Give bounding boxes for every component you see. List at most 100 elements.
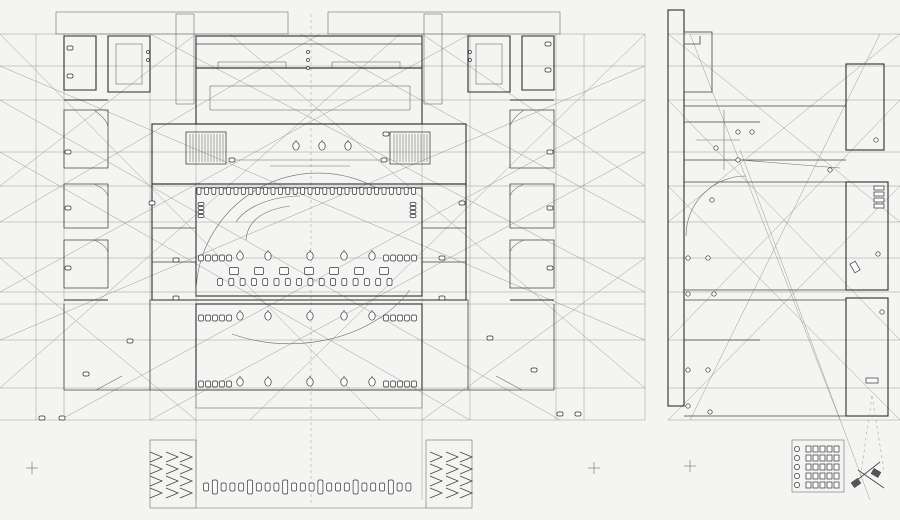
lighting-unit-icon (364, 278, 370, 286)
lighting-unit-icon (344, 187, 350, 195)
dimmer-unit-icon (819, 463, 826, 471)
section-lighting-fixtures (685, 129, 885, 489)
dimmer-unit-icon (812, 445, 819, 453)
lighting-unit-icon (273, 482, 280, 492)
lighting-unit-icon (211, 479, 218, 495)
spotlight-icon (292, 141, 300, 151)
lighting-unit-icon (404, 254, 410, 262)
spotlight-icon (236, 311, 244, 321)
registration-marks (26, 460, 696, 474)
boom-unit-icon (165, 475, 180, 487)
boom-unit-icon (459, 451, 474, 463)
lighting-unit-icon (197, 214, 205, 218)
lighting-unit-icon (66, 45, 74, 51)
lighting-unit-icon (379, 482, 385, 492)
lighting-unit-icon (390, 314, 396, 322)
dimmer-unit-icon (819, 472, 826, 480)
boom-unit-icon (459, 463, 474, 475)
lighting-unit-icon (197, 206, 205, 210)
lighting-unit-icon (404, 380, 410, 388)
lighting-unit-icon (370, 482, 377, 492)
section-lamp-icon (685, 367, 691, 373)
lighting-unit-icon (409, 214, 417, 218)
lighting-unit-icon (381, 187, 387, 195)
section-lamp-icon (705, 255, 711, 261)
section-lamp-icon (685, 255, 691, 261)
lighting-unit-icon (411, 187, 416, 195)
lighting-unit-icon (411, 314, 417, 322)
lighting-unit-icon (255, 187, 261, 195)
lighting-unit-icon (172, 295, 180, 301)
section-lamp-icon (873, 137, 879, 143)
lighting-unit-icon (306, 66, 310, 70)
lighting-unit-icon (409, 210, 417, 214)
spotlight-icon (344, 141, 352, 151)
section-lamp-icon (873, 197, 885, 203)
lighting-unit-icon (389, 187, 394, 195)
lighting-unit-icon (292, 187, 298, 195)
dimmer-unit-icon (794, 473, 800, 479)
spotlight-icon (368, 251, 376, 261)
dimmer-unit-icon (805, 472, 812, 480)
lighting-unit-icon (404, 314, 410, 322)
boom-unit-icon (429, 463, 444, 475)
spotlight-icon (340, 251, 348, 261)
lighting-unit-icon (306, 58, 310, 62)
dimmer-unit-icon (812, 463, 819, 471)
boom-unit-icon (165, 487, 180, 499)
lighting-unit-icon (279, 267, 289, 275)
dimmer-unit-icon (812, 472, 819, 480)
section-lamp-icon (713, 145, 719, 151)
lighting-unit-icon (468, 58, 472, 62)
lighting-unit-icon (317, 479, 324, 495)
lighting-unit-icon (238, 482, 245, 492)
section-lamp-icon (879, 309, 885, 315)
lighting-unit-icon (219, 380, 225, 388)
lighting-unit-icon (396, 187, 402, 195)
dimmer-unit-icon (819, 481, 826, 489)
lighting-unit-icon (203, 482, 209, 492)
lighting-unit-icon (198, 380, 204, 388)
lighting-unit-icon (396, 482, 403, 492)
lighting-unit-icon (263, 187, 268, 195)
spotlight-icon (368, 311, 376, 321)
lighting-unit-icon (64, 149, 72, 155)
lighting-fixtures (38, 41, 582, 499)
section-lamp-icon (873, 191, 885, 197)
lighting-unit-icon (270, 187, 276, 195)
lighting-unit-icon (64, 265, 72, 271)
dimmer-unit-icon (833, 463, 840, 471)
spotlight-icon (306, 377, 314, 387)
section-lamp-icon (735, 129, 741, 135)
dimmer-unit-icon (812, 454, 819, 462)
lighting-unit-icon (126, 338, 134, 344)
boom-unit-icon (459, 475, 474, 487)
boom-unit-icon (459, 487, 474, 499)
lighting-unit-icon (352, 479, 359, 495)
lighting-unit-icon (197, 202, 205, 206)
lighting-unit-icon (352, 187, 357, 195)
lighting-unit-icon (146, 50, 150, 54)
lighting-unit-icon (300, 187, 305, 195)
lighting-unit-icon (574, 411, 582, 417)
dimmer-unit-icon (812, 481, 819, 489)
lighting-unit-icon (219, 314, 225, 322)
boom-unit-icon (179, 475, 194, 487)
lighting-unit-icon (296, 278, 302, 286)
boom-unit-icon (429, 451, 444, 463)
lighting-unit-icon (330, 278, 336, 286)
dimmer-unit-icon (794, 464, 800, 470)
section-lamp-icon (685, 403, 691, 409)
lighting-unit-icon (386, 278, 393, 286)
lighting-unit-icon (366, 187, 372, 195)
boom-unit-icon (149, 475, 164, 487)
lighting-unit-icon (254, 267, 264, 275)
boom-unit-icon (149, 451, 164, 463)
lighting-unit-icon (233, 187, 239, 195)
dimmer-unit-icon (805, 481, 812, 489)
lighting-unit-icon (361, 482, 368, 492)
lighting-unit-icon (248, 187, 254, 195)
spotlight-icon (264, 311, 272, 321)
